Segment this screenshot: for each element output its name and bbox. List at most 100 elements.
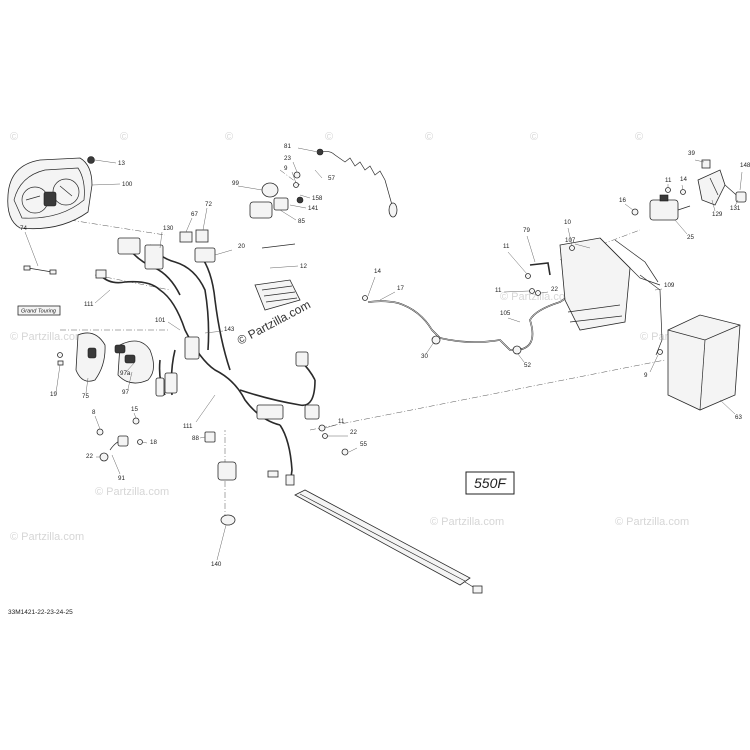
callout-leader-63: [719, 399, 736, 415]
callout-leader-101: [167, 321, 181, 331]
callout-leader-109: [654, 288, 663, 291]
callout-leader-16: [624, 203, 634, 211]
callout-label-141: 141: [308, 205, 319, 212]
terminal-part: [697, 159, 747, 206]
callout-label-9a: 9: [284, 165, 288, 172]
nut-23: [293, 171, 301, 179]
callout-leader-140: [216, 524, 227, 561]
callout-label-12: 12: [300, 263, 307, 270]
callout-leader-75: [85, 377, 89, 394]
callout-label-99: 99: [232, 180, 239, 187]
callout-layer: 1310074111130677299208123957158141851210…: [20, 143, 750, 568]
screw-11a: [318, 424, 326, 432]
washer-9: [293, 182, 299, 188]
watermark: © Partzilla.com: [615, 516, 689, 528]
ignition-switch-part: [249, 182, 304, 219]
callout-leader-52: [517, 353, 525, 363]
watermark: ©: [225, 131, 233, 143]
callout-label-11b: 11: [503, 243, 510, 250]
watermark: ©: [120, 131, 128, 143]
callout-leader-107: [574, 243, 591, 249]
callout-leader-130: [159, 231, 163, 249]
callout-leader-22c: [540, 291, 549, 294]
callout-leader-74: [24, 231, 39, 267]
battery-cables: [362, 291, 576, 355]
callout-label-67: 67: [191, 211, 198, 218]
callout-label-11d: 11: [665, 177, 672, 184]
callout-label-16: 16: [619, 197, 626, 204]
callout-label-17: 17: [397, 285, 404, 292]
callout-label-100: 100: [122, 181, 133, 188]
callout-leader-12: [269, 265, 299, 269]
screw-19: [57, 352, 63, 358]
callout-label-22b: 22: [350, 429, 357, 436]
callout-label-22a: 22: [86, 453, 93, 460]
callout-label-81: 81: [284, 143, 291, 150]
callout-label-129: 129: [712, 211, 723, 218]
sensor-91-part: [96, 417, 143, 462]
callout-label-18: 18: [150, 439, 157, 446]
callout-label-111b: 111: [183, 423, 193, 430]
variant-label: Grand Touring: [21, 309, 57, 315]
callout-leader-55: [348, 447, 358, 453]
watermark: ©: [425, 131, 433, 143]
variant-label-box: [17, 305, 61, 316]
callout-leader-99: [237, 185, 263, 191]
main-wire-harness: [95, 237, 320, 486]
washer-22c: [535, 290, 541, 296]
reference-code: 33M1421-22-23-24-25: [8, 609, 73, 616]
callout-leader-131: [734, 199, 739, 207]
callout-leader-11b: [507, 251, 528, 275]
callout-leader-20: [214, 249, 233, 256]
control-module-part: [254, 243, 301, 311]
callout-label-105: 105: [500, 310, 511, 317]
callout-label-158: 158: [312, 195, 323, 202]
callout-leader-85: [279, 209, 297, 221]
callout-leader-100: [91, 183, 121, 186]
callout-label-111a: 111: [84, 301, 94, 308]
callout-label-75: 75: [82, 393, 89, 400]
callout-label-25: 25: [687, 234, 694, 241]
callout-label-19: 19: [50, 391, 57, 398]
callout-label-52: 52: [524, 362, 531, 369]
battery-part: [667, 314, 741, 411]
callout-label-107: 107: [565, 237, 576, 244]
nut-13: [87, 156, 95, 164]
callout-leader-129: [711, 199, 716, 212]
watermark: © Partzilla.com: [95, 486, 169, 498]
callout-label-11a: 11: [338, 418, 345, 425]
callout-label-88: 88: [192, 435, 199, 442]
battery-tray-part: [559, 237, 661, 331]
watermark: © Partzilla.com: [10, 331, 84, 343]
lanyard-part: [316, 148, 398, 218]
callout-label-79: 79: [523, 227, 530, 234]
grommet-140: [220, 514, 236, 526]
callout-leader-143: [204, 330, 224, 334]
relay-72: [195, 229, 209, 243]
screw-10: [569, 245, 575, 251]
callout-leader-14: [367, 276, 376, 297]
callout-label-130: 130: [163, 225, 174, 232]
strip-sensor-part: [294, 489, 483, 594]
callout-label-140: 140: [211, 561, 222, 568]
callout-label-23: 23: [284, 155, 291, 162]
watermark: © Partzilla.com: [430, 516, 504, 528]
cable-79: [529, 262, 551, 276]
callout-label-15: 15: [131, 406, 138, 413]
connector-88: [204, 431, 216, 443]
reference-lines: [60, 169, 666, 520]
watermark: ©: [635, 131, 643, 143]
watermark: ©: [10, 131, 18, 143]
watermark: © Partzilla.com: [10, 531, 84, 543]
screw-19b: [57, 360, 64, 366]
callout-leader-158: [299, 194, 311, 199]
callout-leader-111a: [94, 289, 111, 304]
callout-label-39: 39: [688, 150, 695, 157]
callout-label-57: 57: [328, 175, 335, 182]
callout-label-55: 55: [360, 441, 367, 448]
callout-leader-57: [314, 169, 323, 179]
callout-label-8: 8: [92, 409, 96, 416]
callout-leader-11c: [503, 290, 530, 293]
callout-leader-105: [507, 317, 521, 323]
antenna-part: [23, 265, 57, 275]
